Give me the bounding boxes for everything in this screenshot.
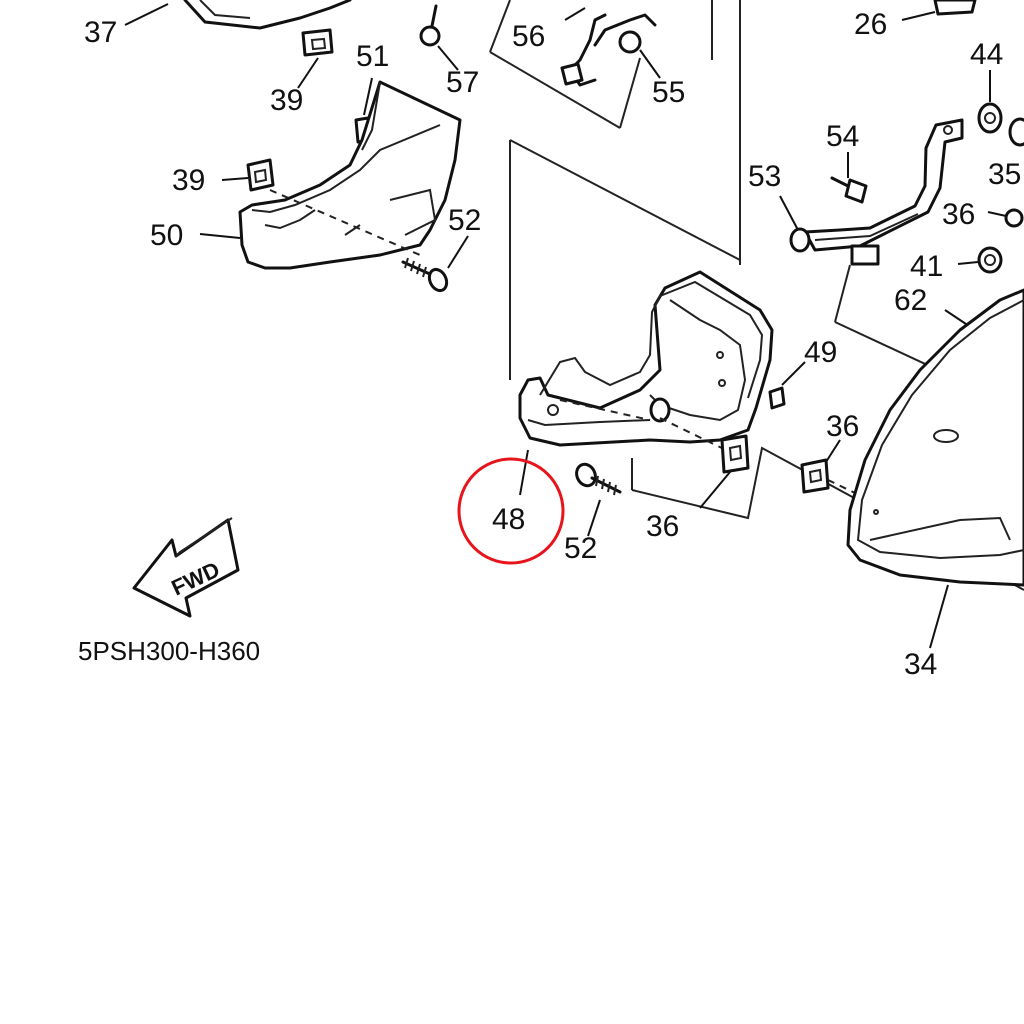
bolt-54 (830, 152, 868, 204)
callout-36-middle: 36 (646, 510, 679, 543)
clip-nut-39-lower (221, 158, 275, 192)
stay-bracket-53 (779, 118, 964, 266)
callout-56: 56 (512, 20, 545, 53)
callout-54: 54 (826, 120, 859, 153)
nut-41 (957, 246, 1003, 274)
callout-35: 35 (988, 158, 1021, 191)
callout-34: 34 (904, 648, 937, 681)
clip-49 (768, 361, 806, 410)
callout-57: 57 (446, 66, 479, 99)
callout-53: 53 (748, 160, 781, 193)
diagram-code: 5PSH300-H360 (78, 636, 260, 666)
harness-detail-box (489, 0, 713, 129)
callout-39-upper: 39 (270, 84, 303, 117)
callout-39-lower: 39 (172, 164, 205, 197)
bolt-57 (419, 4, 459, 71)
screw-52-lower (575, 462, 622, 537)
callout-48: 48 (492, 503, 525, 536)
callout-62: 62 (894, 284, 927, 317)
callout-55: 55 (652, 76, 685, 109)
clip-nut-36-middle (699, 434, 750, 509)
upper-bracket-fragment (124, 0, 352, 30)
callout-52-upper: 52 (448, 204, 481, 237)
callout-52-lower: 52 (564, 532, 597, 565)
screw-52-upper (401, 235, 469, 293)
callout-36-upper: 36 (942, 198, 975, 231)
callout-26: 26 (854, 8, 887, 41)
callout-50: 50 (150, 219, 183, 252)
callout-41: 41 (910, 250, 943, 283)
clip-nut-39-upper (297, 28, 334, 89)
callout-37: 37 (84, 16, 117, 49)
callout-49: 49 (804, 336, 837, 369)
callout-51: 51 (356, 40, 389, 73)
side-cover-50 (199, 80, 462, 270)
inner-cover-48 (518, 270, 774, 496)
front-cowl-34 (846, 288, 1024, 649)
collar-36-upper (987, 208, 1024, 228)
callout-36-right: 36 (826, 410, 859, 443)
part-26-fragment (901, 0, 977, 21)
highlight-circle (457, 457, 565, 565)
forward-arrow-icon: FWD (132, 517, 240, 618)
nut-44 (977, 70, 1024, 147)
callout-44: 44 (970, 38, 1003, 71)
